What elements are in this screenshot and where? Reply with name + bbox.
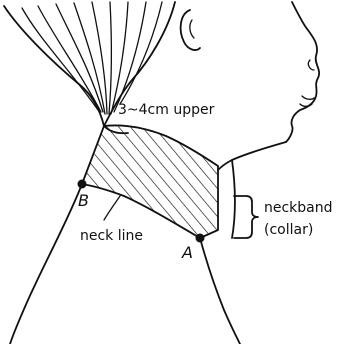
neck-line-label: neck line (80, 228, 143, 244)
point-b-label: B (78, 191, 89, 210)
point-a-marker (196, 234, 205, 243)
point-a-label: A (181, 243, 193, 262)
neck-line-leader (104, 196, 120, 220)
point-b-marker (78, 180, 87, 189)
collar-label: (collar) (264, 222, 313, 238)
neckband-region (82, 125, 218, 238)
upper-label: 3~4cm upper (118, 102, 215, 118)
face-profile (286, 2, 319, 142)
neckband-label: neckband (264, 200, 333, 216)
ear (181, 10, 200, 50)
neckband-bracket (234, 196, 258, 238)
